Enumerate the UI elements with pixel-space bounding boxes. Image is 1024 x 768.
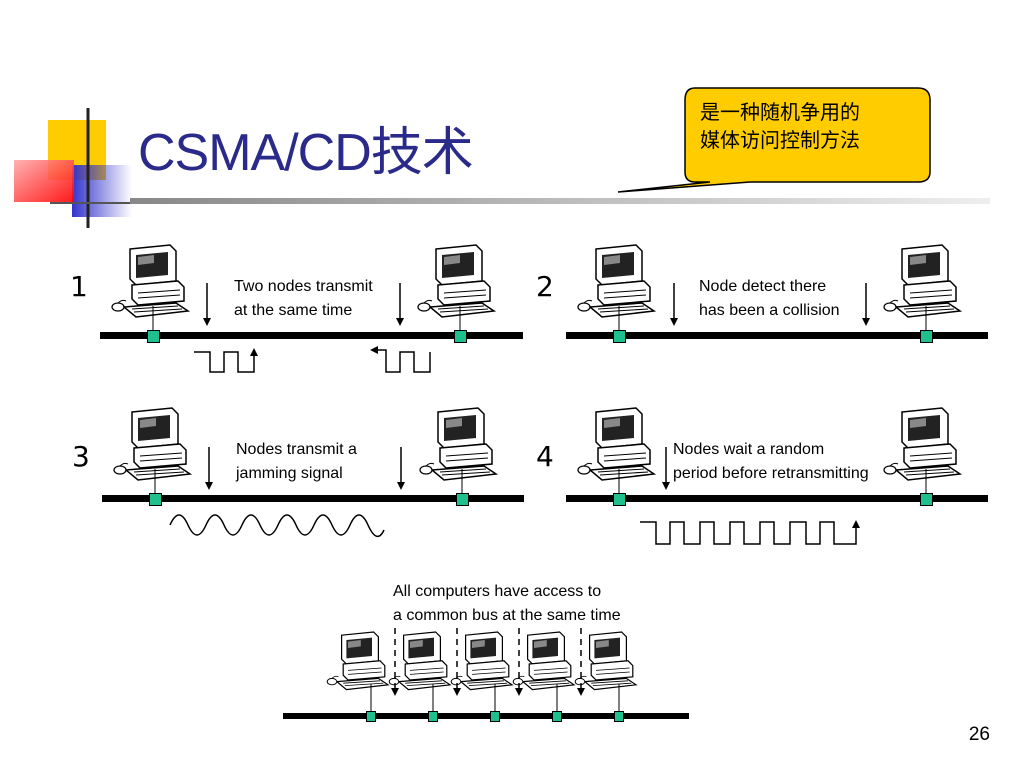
panel-2-node-right <box>920 330 933 343</box>
decorative-logo <box>14 108 140 228</box>
bottom-bus <box>283 713 689 719</box>
panel-4-bus <box>566 495 988 502</box>
panel-4-node-left <box>613 493 626 506</box>
panel-2-label-line-1: Node detect there <box>699 278 827 295</box>
panel-2-label: Node detect there has been a collision <box>699 275 840 323</box>
bottom-label-line-1: All computers have access to <box>393 583 602 600</box>
panel-2-node-left <box>613 330 626 343</box>
panel-2-label-line-2: has been a collision <box>699 302 840 319</box>
bottom-node-4 <box>552 711 562 722</box>
panel-1-label-line-2: at the same time <box>234 302 353 319</box>
callout-bubble <box>617 87 931 193</box>
panel-3-number: 3 <box>72 440 90 473</box>
panel-3-node-right <box>456 493 469 506</box>
panel-1-node-left <box>147 330 160 343</box>
callout-line-1: 是一种随机争用的 <box>700 100 860 124</box>
panel-3-label: Nodes transmit a jamming signal <box>236 438 357 486</box>
panel-3-label-line-2: jamming signal <box>236 465 343 482</box>
callout-line-2: 媒体访问控制方法 <box>700 128 860 152</box>
panel-4-label-line-1: Nodes wait a random <box>673 441 825 458</box>
page-number: 26 <box>968 724 990 745</box>
bottom-label: All computers have access to a common bu… <box>393 580 621 628</box>
panel-1-bus <box>100 332 523 339</box>
bottom-node-5 <box>614 711 624 722</box>
panel-3-bus <box>102 495 524 502</box>
callout-text: 是一种随机争用的 媒体访问控制方法 <box>700 98 910 154</box>
bottom-node-3 <box>490 711 500 722</box>
bottom-node-2 <box>428 711 438 722</box>
panel-2-number: 2 <box>536 270 554 303</box>
bottom-label-line-2: a common bus at the same time <box>393 607 621 624</box>
panel-1-node-right <box>454 330 467 343</box>
panel-1-label: Two nodes transmit at the same time <box>234 275 373 323</box>
title-underline <box>130 198 990 204</box>
panel-4-node-right <box>920 493 933 506</box>
panel-2-bus <box>566 332 988 339</box>
panel-4-label: Nodes wait a random period before retran… <box>673 438 869 486</box>
panel-3-label-line-1: Nodes transmit a <box>236 441 357 458</box>
panel-1-label-line-1: Two nodes transmit <box>234 278 373 295</box>
page-title: CSMA/CD技术 <box>138 124 474 182</box>
panel-3-node-left <box>149 493 162 506</box>
panel-4-number: 4 <box>536 440 554 473</box>
panel-4-label-line-2: period before retransmitting <box>673 465 869 482</box>
bottom-node-1 <box>366 711 376 722</box>
panel-1-number: 1 <box>70 270 88 303</box>
